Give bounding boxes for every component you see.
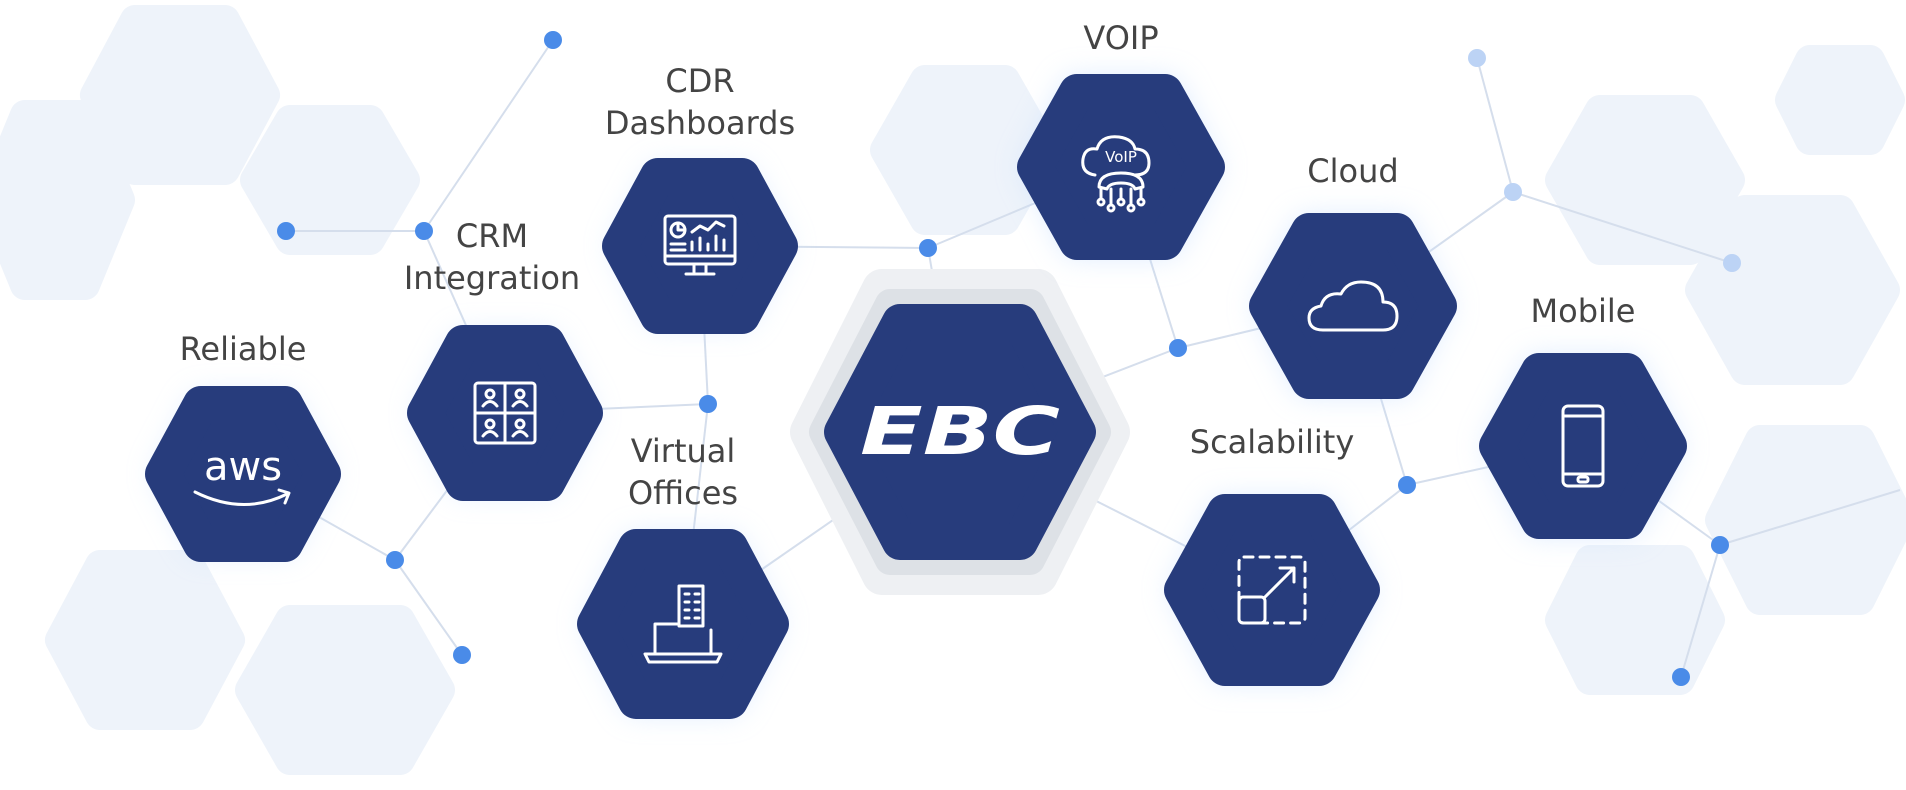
label-cloud: Cloud xyxy=(1307,152,1398,190)
label-mobile: Mobile xyxy=(1531,292,1636,330)
node-crm-integration: CRM Integration xyxy=(404,217,603,501)
voip-cloud-phone-icon xyxy=(1081,135,1151,213)
label-dashboards: Dashboards xyxy=(605,104,795,142)
ebc-logo: EBC xyxy=(860,393,1060,470)
background-hexagons xyxy=(0,5,1906,775)
label-cdr: CDR xyxy=(665,62,734,100)
node-voip: VoIP VOIP xyxy=(1017,19,1225,260)
aws-logo: aws xyxy=(204,444,282,490)
smartphone-icon xyxy=(1561,404,1605,488)
laptop-building-icon xyxy=(643,584,723,664)
node-virtual-offices: Virtual Offices xyxy=(577,432,789,719)
node-reliable: aws Reliable xyxy=(145,330,341,562)
voip-icon-text: VoIP xyxy=(1105,148,1137,166)
label-offices: Offices xyxy=(628,474,738,512)
puzzle-people-icon xyxy=(473,381,537,445)
label-scalability: Scalability xyxy=(1190,423,1354,461)
cloud-icon xyxy=(1307,280,1399,332)
node-mobile: Mobile xyxy=(1479,292,1687,539)
label-voip: VOIP xyxy=(1083,19,1158,57)
label-crm: CRM xyxy=(456,217,528,255)
node-scalability: Scalability xyxy=(1164,423,1380,686)
node-cloud: Cloud xyxy=(1249,152,1457,399)
aws-smile-icon xyxy=(193,488,291,506)
resize-arrow-icon xyxy=(1237,555,1307,625)
label-reliable: Reliable xyxy=(180,330,307,368)
label-integration: Integration xyxy=(404,259,580,297)
network-nodes xyxy=(277,31,1741,686)
ebc-center-hub: EBC xyxy=(790,269,1130,595)
node-cdr-dashboards: CDR Dashboards xyxy=(602,62,798,334)
monitor-chart-icon xyxy=(663,214,737,276)
label-virtual: Virtual xyxy=(631,432,736,470)
